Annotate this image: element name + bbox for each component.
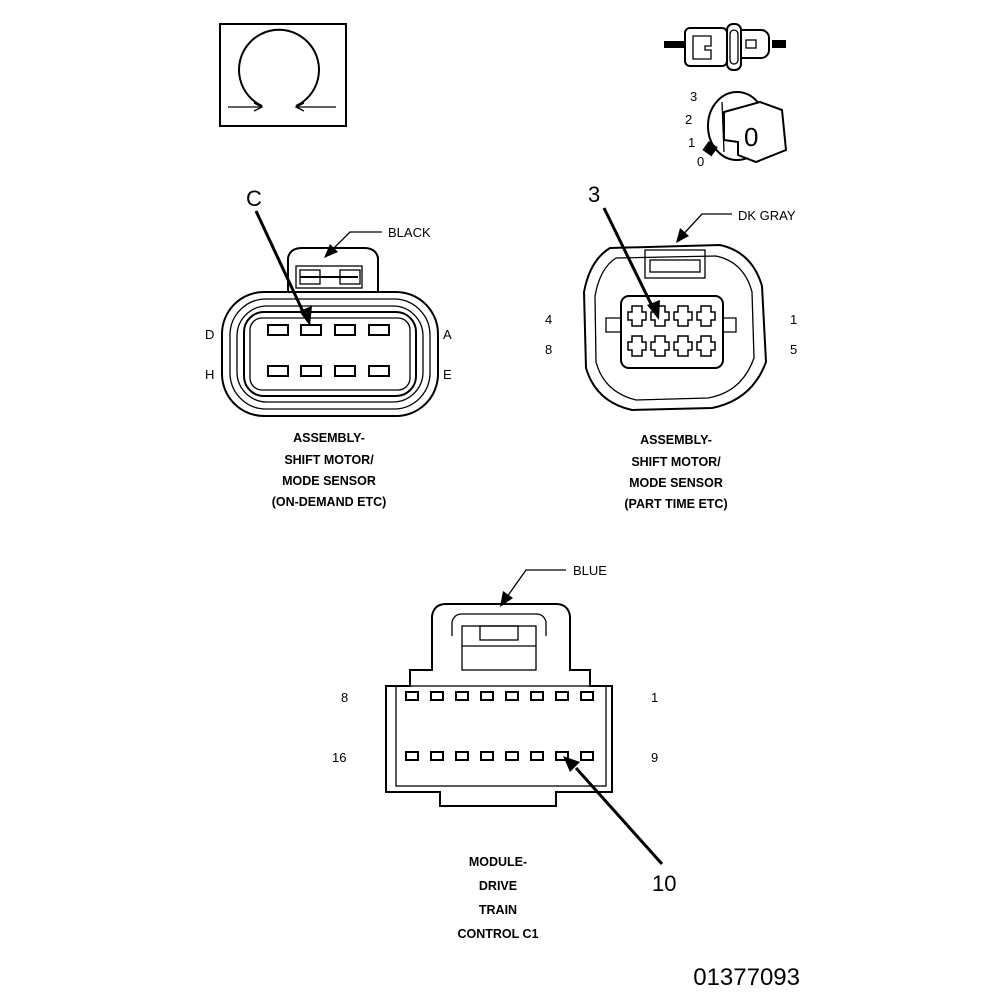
figure-id: 01377093 xyxy=(693,964,800,991)
pin-label-bottom-left: H xyxy=(205,367,214,382)
cavity-row-top xyxy=(267,324,390,336)
svg-text:TRAIN: TRAIN xyxy=(479,903,517,917)
svg-text:CONTROL C1: CONTROL C1 xyxy=(457,927,538,941)
ignition-key-switch-icon: 3 2 1 0 0 xyxy=(685,89,788,169)
connector-title: MODULE- DRIVE TRAIN CONTROL C1 xyxy=(457,855,538,941)
key-position-3: 3 xyxy=(690,89,697,104)
inline-connector-icon xyxy=(664,23,786,71)
cavity-row-bottom xyxy=(405,751,594,761)
key-position-1: 1 xyxy=(688,135,695,150)
pin-label-top-right: 1 xyxy=(651,690,658,705)
svg-text:(PART TIME ETC): (PART TIME ETC) xyxy=(624,497,727,511)
callout-c: C xyxy=(246,186,262,211)
pin-label-top-left: 4 xyxy=(545,312,552,327)
cavity-row-bottom xyxy=(627,335,716,357)
callout-3: 3 xyxy=(588,182,600,207)
svg-text:MODE SENSOR: MODE SENSOR xyxy=(282,474,376,488)
svg-text:MODULE-: MODULE- xyxy=(469,855,527,869)
cavity-row-top xyxy=(405,691,594,701)
key-position-2: 2 xyxy=(685,112,692,127)
connector-black: BLACK C D A H E ASSEMBLY- SHIFT MOTOR/ M… xyxy=(205,186,452,509)
key-position-0: 0 xyxy=(697,154,704,169)
pin-label-bottom-right: 9 xyxy=(651,750,658,765)
svg-text:SHIFT MOTOR/: SHIFT MOTOR/ xyxy=(284,453,374,467)
callout-10: 10 xyxy=(652,871,676,896)
pin-label-top-left: D xyxy=(205,327,214,342)
svg-text:ASSEMBLY-: ASSEMBLY- xyxy=(293,431,365,445)
key-label: 0 xyxy=(744,122,758,152)
connector-blue: BLUE 10 8 1 16 9 MODULE- DRIVE TRAIN CON… xyxy=(332,563,676,941)
svg-text:ASSEMBLY-: ASSEMBLY- xyxy=(640,433,712,447)
connector-dk-gray: DK GRAY 3 4 1 8 5 ASSEMBLY- SHIFT MOTOR/… xyxy=(545,182,797,511)
cavity-row-top xyxy=(627,305,716,327)
connector-title: ASSEMBLY- SHIFT MOTOR/ MODE SENSOR (PART… xyxy=(624,433,727,511)
svg-text:SHIFT MOTOR/: SHIFT MOTOR/ xyxy=(631,455,721,469)
pin-label-bottom-left: 16 xyxy=(332,750,346,765)
svg-text:(ON-DEMAND ETC): (ON-DEMAND ETC) xyxy=(272,495,387,509)
svg-text:DRIVE: DRIVE xyxy=(479,879,517,893)
connector-title: ASSEMBLY- SHIFT MOTOR/ MODE SENSOR (ON-D… xyxy=(272,431,387,509)
svg-text:MODE SENSOR: MODE SENSOR xyxy=(629,476,723,490)
color-label-dk-gray: DK GRAY xyxy=(738,208,796,223)
pin-label-top-right: A xyxy=(443,327,452,342)
pin-label-top-right: 1 xyxy=(790,312,797,327)
cavity-row-bottom xyxy=(267,365,390,377)
pin-label-bottom-right: 5 xyxy=(790,342,797,357)
pin-label-bottom-left: 8 xyxy=(545,342,552,357)
pin-label-top-left: 8 xyxy=(341,690,348,705)
color-label-black: BLACK xyxy=(388,225,431,240)
color-label-blue: BLUE xyxy=(573,563,607,578)
ohm-resistance-icon xyxy=(219,23,347,127)
pin-label-bottom-right: E xyxy=(443,367,452,382)
